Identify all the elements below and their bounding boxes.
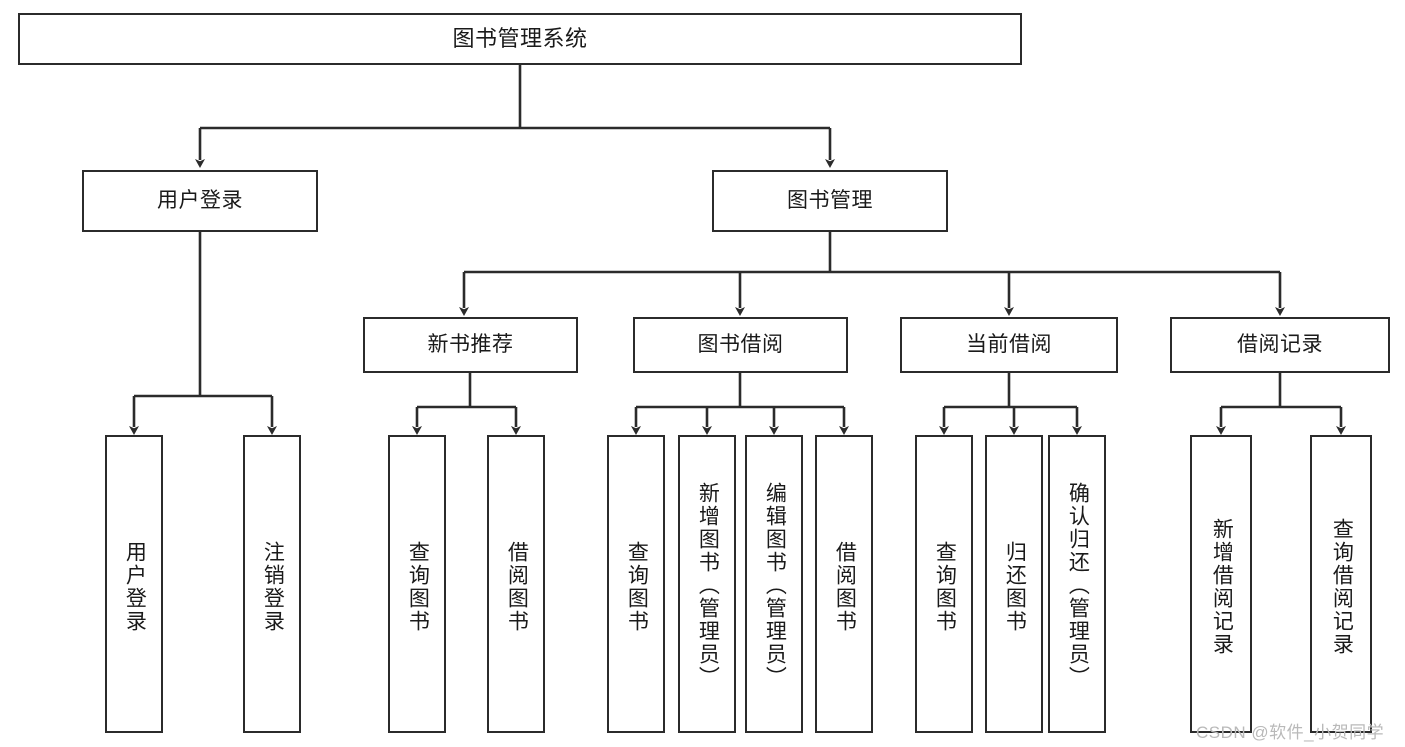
- node-leaf-add-book[interactable]: 新增图书（管理员）: [678, 435, 736, 733]
- node-leaf-return-book-label: 归还图书: [1003, 541, 1027, 633]
- node-leaf-query-book-2[interactable]: 查询图书: [607, 435, 665, 733]
- node-leaf-add-book-label: 新增图书（管理员）: [696, 482, 720, 689]
- csdn-watermark: CSDN @软件_小贺同学: [1196, 723, 1385, 742]
- node-user-login-label: 用户登录: [157, 189, 243, 213]
- node-book-manage-label: 图书管理: [787, 189, 873, 213]
- node-leaf-edit-book[interactable]: 编辑图书（管理员）: [745, 435, 803, 733]
- node-leaf-query-book-3-label: 查询图书: [933, 541, 957, 633]
- node-leaf-borrow-book-2[interactable]: 借阅图书: [815, 435, 873, 733]
- node-root[interactable]: 图书管理系统: [18, 13, 1022, 65]
- node-leaf-confirm-return-label: 确认归还（管理员）: [1066, 482, 1090, 689]
- node-leaf-query-book-2-label: 查询图书: [625, 541, 649, 633]
- node-book-borrow-label: 图书借阅: [697, 333, 784, 357]
- node-leaf-return-book[interactable]: 归还图书: [985, 435, 1043, 733]
- node-new-book-recommend[interactable]: 新书推荐: [363, 317, 578, 373]
- node-leaf-add-record-label: 新增借阅记录: [1210, 518, 1234, 656]
- node-leaf-borrow-book-2-label: 借阅图书: [833, 541, 857, 633]
- node-root-label: 图书管理系统: [452, 25, 588, 51]
- node-leaf-query-record-label: 查询借阅记录: [1330, 518, 1354, 656]
- node-leaf-add-record[interactable]: 新增借阅记录: [1190, 435, 1252, 733]
- node-leaf-user-logout[interactable]: 注销登录: [243, 435, 301, 733]
- node-leaf-query-book-1[interactable]: 查询图书: [388, 435, 446, 733]
- node-leaf-edit-book-label: 编辑图书（管理员）: [763, 482, 787, 689]
- node-leaf-user-login-label: 用户登录: [123, 541, 147, 633]
- node-current-borrow[interactable]: 当前借阅: [900, 317, 1118, 373]
- node-borrow-record[interactable]: 借阅记录: [1170, 317, 1390, 373]
- node-leaf-borrow-book-1-label: 借阅图书: [505, 541, 529, 633]
- node-leaf-query-book-1-label: 查询图书: [406, 541, 430, 633]
- node-leaf-query-record[interactable]: 查询借阅记录: [1310, 435, 1372, 733]
- node-book-manage[interactable]: 图书管理: [712, 170, 948, 232]
- node-borrow-record-label: 借阅记录: [1237, 333, 1323, 357]
- node-leaf-query-book-3[interactable]: 查询图书: [915, 435, 973, 733]
- node-new-book-recommend-label: 新书推荐: [427, 333, 514, 357]
- node-leaf-user-logout-label: 注销登录: [261, 541, 285, 633]
- node-leaf-confirm-return[interactable]: 确认归还（管理员）: [1048, 435, 1106, 733]
- node-leaf-user-login[interactable]: 用户登录: [105, 435, 163, 733]
- node-user-login[interactable]: 用户登录: [82, 170, 318, 232]
- node-leaf-borrow-book-1[interactable]: 借阅图书: [487, 435, 545, 733]
- node-current-borrow-label: 当前借阅: [966, 333, 1052, 357]
- node-book-borrow[interactable]: 图书借阅: [633, 317, 848, 373]
